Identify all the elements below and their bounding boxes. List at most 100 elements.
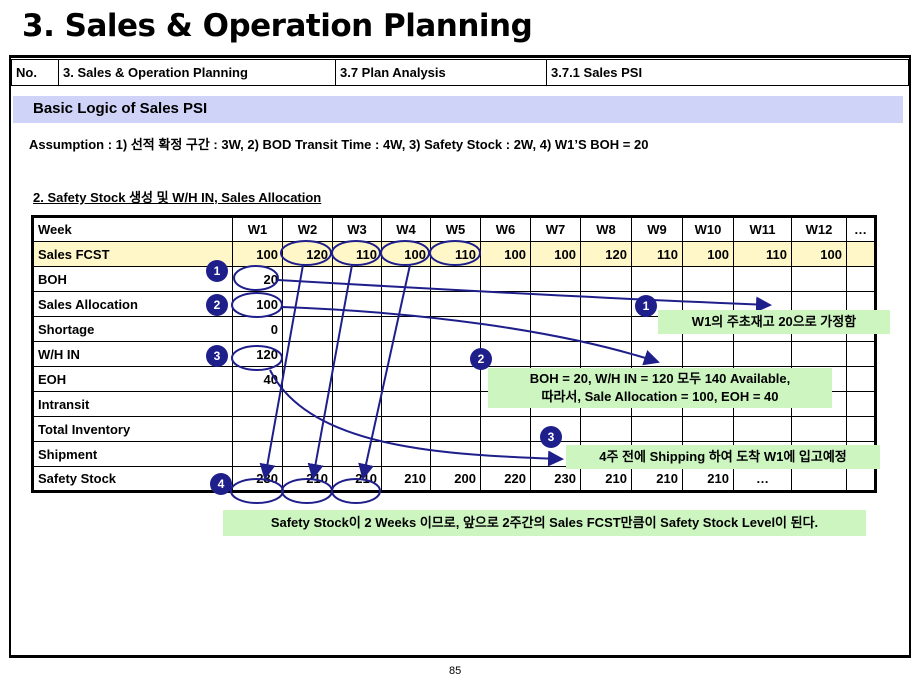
table-cell: [631, 266, 683, 292]
row-label: EOH: [32, 366, 233, 392]
row-label: Sales FCST: [32, 241, 233, 267]
marker-3-note: 3: [540, 426, 562, 448]
table-cell: [282, 391, 333, 417]
row-label: W/H IN: [32, 341, 233, 367]
row-label: Total Inventory: [32, 416, 233, 442]
table-cell: [381, 416, 431, 442]
table-row: Total Inventory: [32, 416, 876, 442]
row-label: Intransit: [32, 391, 233, 417]
table-cell: 20: [232, 266, 283, 292]
col-header-w6: W6: [480, 216, 531, 242]
table-cell: [282, 366, 333, 392]
table-cell: [530, 266, 581, 292]
col-header-w7: W7: [530, 216, 581, 242]
table-cell: [381, 391, 431, 417]
table-cell: 100: [232, 291, 283, 317]
table-cell: [580, 341, 632, 367]
table-cell: 100: [530, 241, 581, 267]
table-cell: [430, 316, 481, 342]
table-cell: [682, 266, 734, 292]
content-frame: [9, 55, 911, 658]
table-cell: [846, 266, 876, 292]
table-cell: 210: [580, 466, 632, 492]
header-section: 3. Sales & Operation Planning: [58, 59, 336, 86]
table-cell: 100: [232, 241, 283, 267]
table-cell: [430, 441, 481, 467]
table-cell: 110: [430, 241, 481, 267]
table-cell: [682, 416, 734, 442]
col-header-w4: W4: [381, 216, 431, 242]
table-cell: 230: [232, 466, 283, 492]
table-cell: [430, 391, 481, 417]
note-4: Safety Stock이 2 Weeks 이므로, 앞으로 2주간의 Sale…: [223, 510, 866, 536]
page-title: 3. Sales & Operation Planning: [22, 8, 533, 44]
table-cell: 100: [381, 241, 431, 267]
note-2-line-1: BOH = 20, W/H IN = 120 모두 140 Available,: [529, 371, 791, 386]
table-cell: [332, 291, 382, 317]
col-header-w5: W5: [430, 216, 481, 242]
table-cell: [480, 441, 531, 467]
col-header-w8: W8: [580, 216, 632, 242]
table-cell: [232, 441, 283, 467]
table-cell: [282, 416, 333, 442]
table-cell: [791, 466, 847, 492]
col-header-w12: W12: [791, 216, 847, 242]
table-cell: 210: [282, 466, 333, 492]
table-cell: [580, 416, 632, 442]
col-header-w11: W11: [733, 216, 792, 242]
marker-2-alloc: 2: [206, 294, 228, 316]
table-cell: [846, 241, 876, 267]
table-cell: 100: [480, 241, 531, 267]
note-2: BOH = 20, W/H IN = 120 모두 140 Available,…: [488, 368, 832, 408]
table-cell: [530, 341, 581, 367]
table-cell: 200: [430, 466, 481, 492]
table-cell: [332, 416, 382, 442]
table-cell: [846, 341, 876, 367]
table-cell: [580, 266, 632, 292]
header-item: 3.7.1 Sales PSI: [546, 59, 909, 86]
table-cell: 120: [232, 341, 283, 367]
table-cell: [381, 366, 431, 392]
table-cell: [846, 391, 876, 417]
table-cell: [282, 291, 333, 317]
col-header-more: …: [846, 216, 876, 242]
table-cell: [381, 316, 431, 342]
table-cell: [530, 316, 581, 342]
marker-2-note: 2: [470, 348, 492, 370]
table-cell: [332, 391, 382, 417]
table-cell: [791, 341, 847, 367]
table-cell: 210: [381, 466, 431, 492]
header-no-label: No.: [11, 59, 59, 86]
table-cell: [791, 416, 847, 442]
table-cell: [381, 341, 431, 367]
assumption-text: Assumption : 1) 선적 확정 구간 : 3W, 2) BOD Tr…: [29, 137, 649, 152]
table-cell: [631, 416, 683, 442]
table-cell: [791, 266, 847, 292]
header-table: No. 3. Sales & Operation Planning 3.7 Pl…: [11, 59, 909, 86]
table-cell: [430, 291, 481, 317]
note-1: W1의 주초재고 20으로 가정함: [658, 310, 890, 334]
col-header-w10: W10: [682, 216, 734, 242]
table-cell: [232, 416, 283, 442]
table-cell: 0: [232, 316, 283, 342]
table-cell: [332, 316, 382, 342]
table-cell: 100: [791, 241, 847, 267]
table-cell: 110: [733, 241, 792, 267]
col-header-w1: W1: [232, 216, 283, 242]
subtitle: 2. Safety Stock 생성 및 W/H IN, Sales Alloc…: [33, 190, 322, 205]
table-cell: [682, 341, 734, 367]
row-label: Shortage: [32, 316, 233, 342]
table-cell: [381, 441, 431, 467]
marker-4-ss: 4: [210, 473, 232, 495]
table-cell: [580, 291, 632, 317]
marker-1-note: 1: [635, 295, 657, 317]
table-cell: [846, 416, 876, 442]
table-cell: 220: [480, 466, 531, 492]
note-3: 4주 전에 Shipping 하여 도착 W1에 입고예정: [566, 445, 880, 469]
row-label: Sales Allocation: [32, 291, 233, 317]
table-cell: …: [733, 466, 792, 492]
col-header-w3: W3: [332, 216, 382, 242]
